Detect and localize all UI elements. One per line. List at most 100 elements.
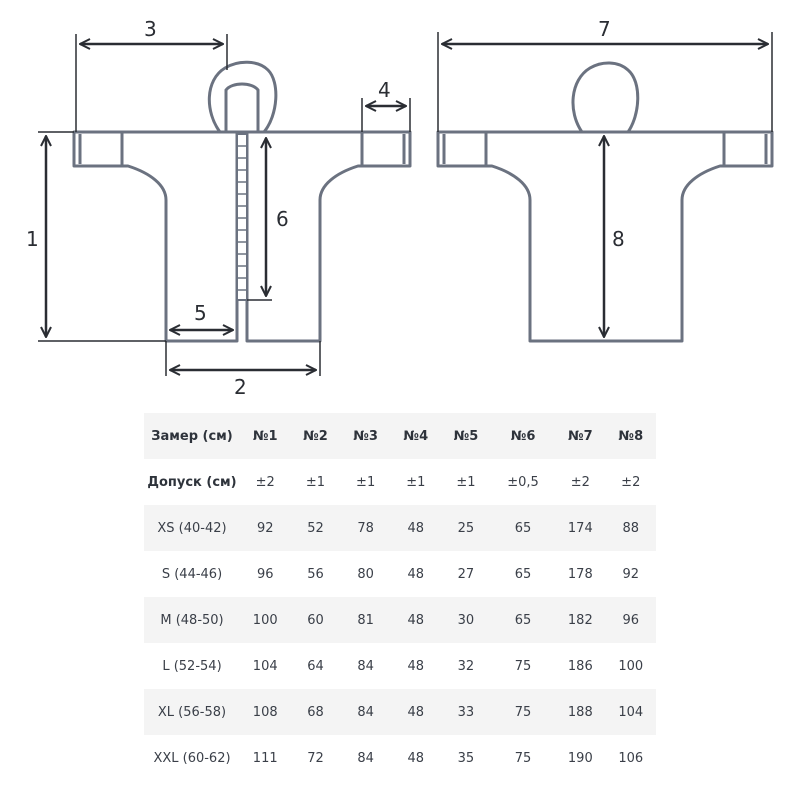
header-cell: №2 <box>290 413 341 459</box>
table-row: L (52-54) 104 64 84 48 32 75 186 100 <box>144 643 656 689</box>
table-cell: 96 <box>605 597 656 643</box>
table-cell: L (52-54) <box>162 658 222 674</box>
table-cell: 48 <box>390 689 441 735</box>
table-cell: 190 <box>567 750 593 766</box>
front-hood-inner <box>224 82 260 132</box>
table-cell: 92 <box>622 566 640 582</box>
table-cell: 100 <box>618 658 644 674</box>
table-cell: 80 <box>357 566 374 582</box>
dimension-label-5: 5 <box>194 301 207 325</box>
tolerance-cell: ±2 <box>570 474 590 490</box>
dimension-3: 3 <box>75 17 228 132</box>
table-cell: 30 <box>440 597 491 643</box>
dimension-label-2: 2 <box>234 375 247 399</box>
tolerance-cell: ±1 <box>305 474 326 490</box>
dimension-label-7: 7 <box>598 17 611 41</box>
dimension-8: 8 <box>604 136 625 337</box>
table-cell: 100 <box>240 597 291 643</box>
header-cell: №4 <box>390 413 441 459</box>
table-cell: 48 <box>407 658 425 674</box>
table-cell: 188 <box>555 689 606 735</box>
table-cell: 182 <box>555 597 606 643</box>
table-cell: 104 <box>605 689 656 735</box>
table-cell: 84 <box>357 658 374 674</box>
dimension-label-6: 6 <box>276 207 289 231</box>
header-cell: №5 <box>440 413 491 459</box>
tolerance-cell: ±1 <box>406 474 426 490</box>
table-cell: 33 <box>440 689 491 735</box>
table-cell: 32 <box>457 658 475 674</box>
dimension-label-3: 3 <box>144 17 157 41</box>
table-cell: 48 <box>407 750 425 766</box>
table-row: XL (56-58) 108 68 84 48 33 75 188 104 <box>144 689 656 735</box>
table-cell: 48 <box>407 566 425 582</box>
table-cell: 186 <box>567 658 593 674</box>
table-cell: 75 <box>490 689 556 735</box>
table-cell: 84 <box>357 750 374 766</box>
table-header-row: Замер (см) №1 №2 №3 №4 №5 №6 №7 №8 <box>144 413 656 459</box>
dimension-label-1: 1 <box>26 227 39 251</box>
measurement-diagram: 1 2 3 4 5 6 7 8 <box>26 17 774 399</box>
size-table: Замер (см) №1 №2 №3 №4 №5 №6 №7 №8 Допус… <box>144 413 656 781</box>
table-cell: 111 <box>252 750 278 766</box>
dimension-label-8: 8 <box>612 227 625 251</box>
table-cell: 78 <box>340 505 391 551</box>
zipper <box>236 133 248 301</box>
header-cell: №7 <box>555 413 606 459</box>
table-cell: 72 <box>307 750 324 766</box>
dimension-6: 6 <box>247 138 289 301</box>
table-cell: 88 <box>605 505 656 551</box>
table-cell: 48 <box>390 597 441 643</box>
table-cell: 104 <box>252 658 278 674</box>
header-cell: №8 <box>605 413 656 459</box>
dimension-1: 1 <box>26 131 166 342</box>
table-cell: 52 <box>290 505 341 551</box>
table-cell: 75 <box>514 750 532 766</box>
table-cell: 92 <box>240 505 291 551</box>
table-tolerance-row: Допуск (см) ±2 ±1 ±1 ±1 ±1 ±0,5 ±2 ±2 <box>144 459 656 505</box>
table-cell: XL (56-58) <box>144 689 240 735</box>
tolerance-cell: ±1 <box>356 474 376 490</box>
table-cell: 64 <box>307 658 324 674</box>
table-cell: 65 <box>514 566 532 582</box>
tolerance-cell: Допуск (см) <box>147 474 237 490</box>
table-cell: 174 <box>555 505 606 551</box>
front-body-left <box>72 130 239 343</box>
table-cell: 35 <box>457 750 475 766</box>
table-row: S (44-46) 96 56 80 48 27 65 178 92 <box>144 551 656 597</box>
table-cell: S (44-46) <box>161 566 223 582</box>
header-cell: №1 <box>240 413 291 459</box>
table-cell: 84 <box>340 689 391 735</box>
dimension-5: 5 <box>170 301 233 330</box>
table-cell: 48 <box>390 505 441 551</box>
back-hood <box>571 61 640 134</box>
table-cell: 96 <box>256 566 274 582</box>
tolerance-cell: ±0,5 <box>507 474 539 490</box>
header-cell: №6 <box>490 413 556 459</box>
header-cell: Замер (см) <box>144 413 240 459</box>
table-cell: 106 <box>618 750 644 766</box>
table-cell: XXL (60-62) <box>153 750 231 766</box>
table-cell: 56 <box>307 566 324 582</box>
zipper-teeth <box>237 145 247 291</box>
tolerance-cell: ±2 <box>255 474 275 490</box>
table-cell: 75 <box>514 658 532 674</box>
table-row: M (48-50) 100 60 81 48 30 65 182 96 <box>144 597 656 643</box>
tolerance-cell: ±1 <box>456 474 476 490</box>
table-cell: 60 <box>290 597 341 643</box>
table-cell: 25 <box>440 505 491 551</box>
table-cell: 108 <box>240 689 291 735</box>
header-cell: №3 <box>340 413 391 459</box>
dimension-2: 2 <box>165 341 321 399</box>
table-cell: XS (40-42) <box>144 505 240 551</box>
front-view <box>72 60 412 343</box>
table-cell: M (48-50) <box>144 597 240 643</box>
front-hood <box>207 60 278 134</box>
table-cell: 27 <box>457 566 475 582</box>
table-cell: 81 <box>340 597 391 643</box>
tolerance-cell: ±2 <box>621 474 641 490</box>
table-cell: 65 <box>490 505 556 551</box>
table-cell: 65 <box>490 597 556 643</box>
table-row: XXL (60-62) 111 72 84 48 35 75 190 106 <box>144 735 656 781</box>
dimension-label-4: 4 <box>378 78 391 102</box>
